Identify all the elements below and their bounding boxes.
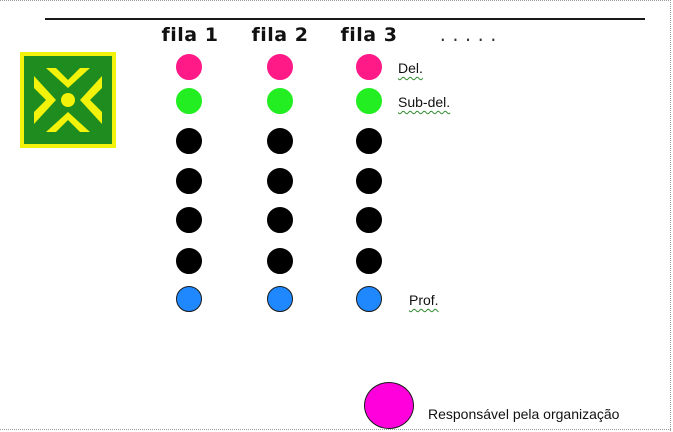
dot-row3-col1 <box>176 128 202 154</box>
dot-row4-col3 <box>356 168 382 194</box>
column-header-fila-1: fila 1 <box>161 24 219 46</box>
legend-prof: Prof. <box>409 292 439 308</box>
dot-row5-col2 <box>267 207 293 233</box>
more-columns-ellipsis: ..... <box>438 26 502 45</box>
four-arrows-inward-icon <box>20 52 116 148</box>
dot-row1-col2 <box>267 54 293 80</box>
responsible-dot <box>364 382 414 429</box>
dot-row7-col1 <box>176 286 202 312</box>
column-header-fila-3: fila 3 <box>340 24 398 46</box>
dot-row1-col1 <box>176 54 202 80</box>
legend-sub-del: Sub-del. <box>398 94 451 110</box>
dot-row3-col2 <box>267 128 293 154</box>
top-rule <box>45 18 645 20</box>
column-header-fila-2: fila 2 <box>251 24 309 46</box>
dot-row7-col2 <box>267 286 293 312</box>
dot-row3-col3 <box>356 128 382 154</box>
dot-row5-col3 <box>356 207 382 233</box>
dot-row2-col3 <box>356 88 382 114</box>
dot-row2-col2 <box>267 88 293 114</box>
responsible-label: Responsável pela organização <box>428 406 620 422</box>
frame-top-border <box>0 0 671 1</box>
frame-right-border <box>670 0 671 431</box>
dot-row2-col1 <box>176 88 202 114</box>
dot-row6-col1 <box>176 248 202 274</box>
dot-row6-col3 <box>356 248 382 274</box>
dot-row4-col2 <box>267 168 293 194</box>
dot-row6-col2 <box>267 248 293 274</box>
dot-row7-col3 <box>356 286 382 312</box>
dot-row1-col3 <box>356 54 382 80</box>
dot-row4-col1 <box>176 168 202 194</box>
frame-bottom-border <box>0 429 671 430</box>
legend-del: Del. <box>398 60 423 76</box>
dot-row5-col1 <box>176 207 202 233</box>
